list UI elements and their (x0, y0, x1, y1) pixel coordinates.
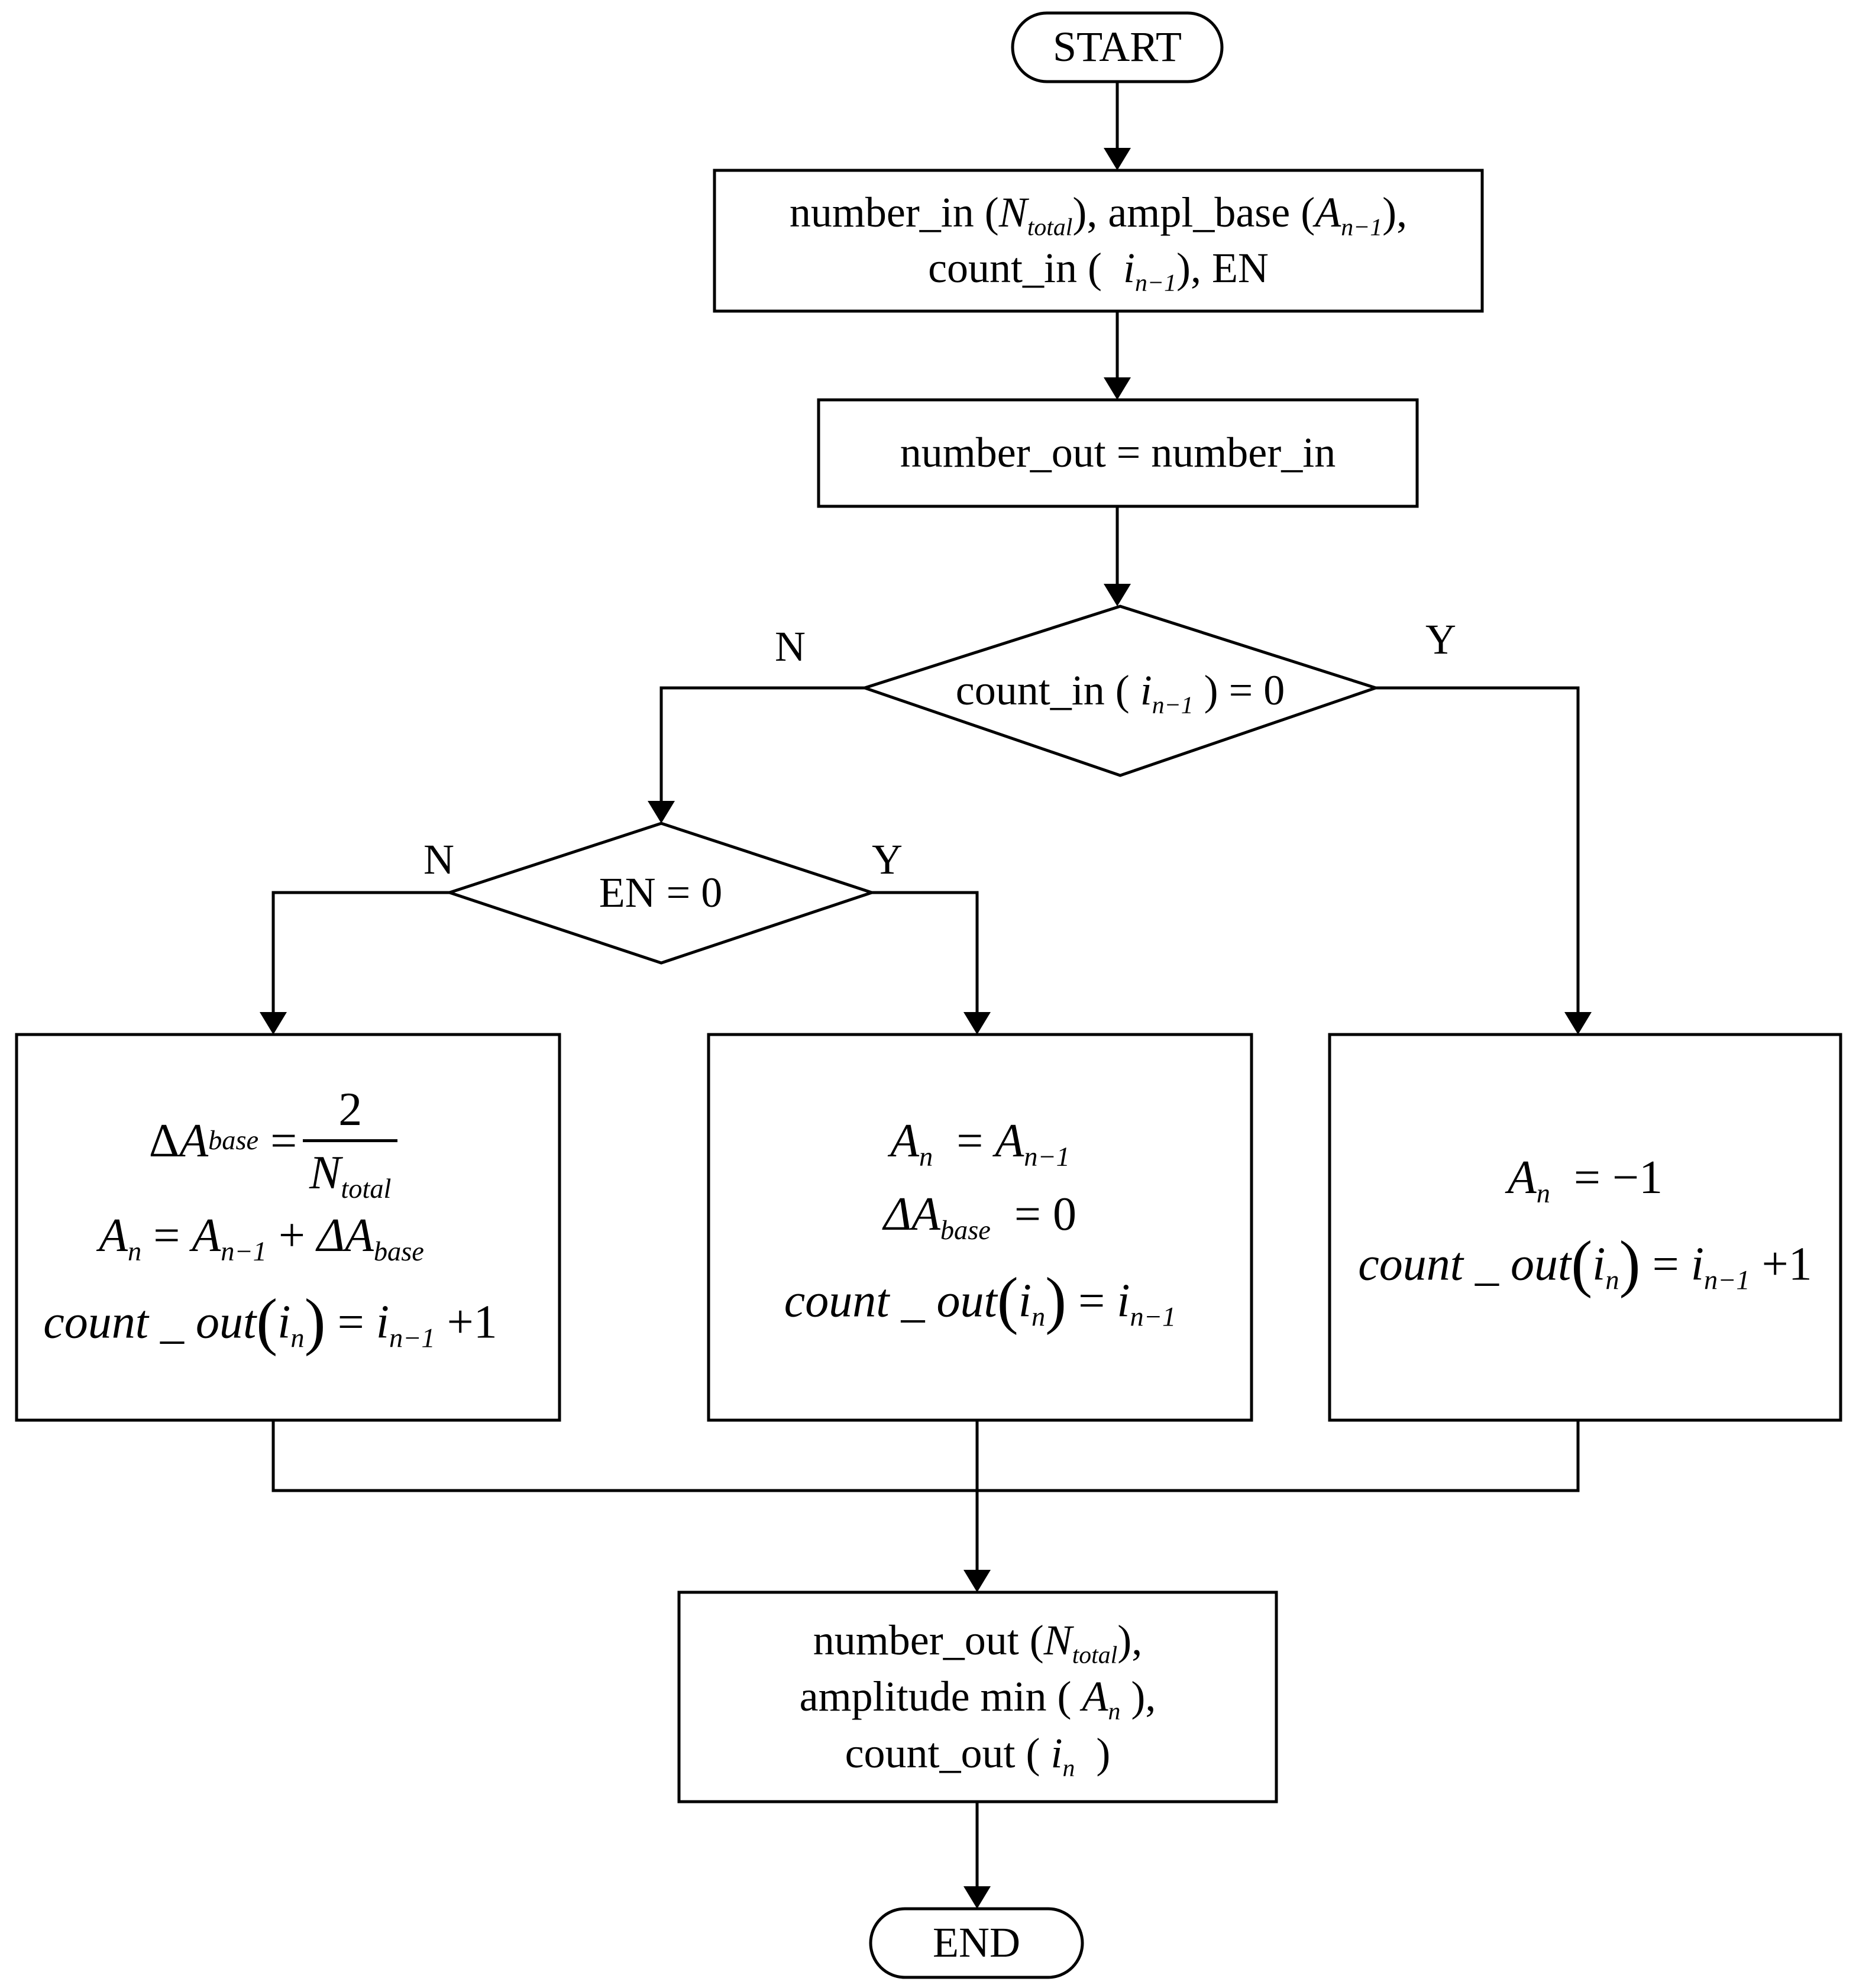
decision1-no-label: N (775, 623, 806, 670)
formula-an-left: An = An−1 + ΔAbase (99, 1209, 424, 1268)
middle-process-box (707, 1033, 1253, 1422)
arrowhead (1104, 377, 1131, 400)
arrowhead (963, 1012, 991, 1035)
fraction: 2 Ntotal (303, 1084, 398, 1203)
output-box (677, 1591, 1278, 1803)
end-text: END (933, 1919, 1020, 1967)
formula-delta-mid: ΔAbase = 0 (884, 1188, 1076, 1246)
input-box (713, 169, 1484, 313)
arrowhead (260, 1012, 287, 1035)
connector-decision2-yes (872, 891, 979, 1013)
right-box-formulas: An = −1 count _ out(in) = in−1 +1 (1330, 1035, 1841, 1420)
output-line-2: amplitude min ( An ), (799, 1673, 1156, 1726)
arrowhead (963, 1886, 991, 1909)
formula-count-out-left: count _ out(in) = in−1 +1 (43, 1286, 497, 1357)
arrowhead (1104, 148, 1131, 170)
connector-decision2-no (271, 891, 450, 1013)
start-label: START (1013, 13, 1222, 82)
connector-merge (271, 1420, 1580, 1492)
start-text: START (1053, 23, 1182, 71)
input-box-text: number_in (Ntotal), ampl_base (An−1), co… (714, 170, 1482, 311)
input-line-2: count_in ( in−1), EN (928, 244, 1269, 297)
arrowhead (648, 801, 675, 823)
arrowhead (1564, 1012, 1592, 1035)
assign-box-text: number_out = number_in (819, 400, 1417, 506)
decision-en (445, 822, 877, 965)
left-process-box (15, 1033, 561, 1422)
decision1-text: count_in ( in−1 ) = 0 (955, 667, 1285, 719)
decision-count-in (860, 605, 1380, 777)
decision1-yes-label: Y (1425, 616, 1456, 663)
formula-count-out-right: count _ out(in) = in−1 +1 (1358, 1229, 1812, 1300)
output-line-1: number_out (Ntotal), (813, 1617, 1143, 1670)
arrowhead (963, 1570, 991, 1592)
output-box-text: number_out (Ntotal), amplitude min ( An … (679, 1592, 1276, 1802)
assign-box (817, 398, 1419, 508)
formula-an-mid: An = An−1 (890, 1115, 1070, 1173)
connector-decision1-yes (1376, 686, 1580, 1013)
formula-count-out-mid: count _ out(in) = in−1 (784, 1265, 1176, 1336)
assign-text: number_out = number_in (900, 429, 1336, 477)
right-process-box (1328, 1033, 1842, 1422)
end-terminator (869, 1907, 1084, 1979)
middle-box-formulas: An = An−1 ΔAbase = 0 count _ out(in) = i… (709, 1035, 1252, 1420)
formula-an-right: An = −1 (1507, 1152, 1663, 1210)
connector-decision1-no (659, 686, 865, 802)
output-line-3: count_out ( in ) (845, 1729, 1111, 1782)
decision2-yes-label: Y (872, 836, 903, 883)
input-line-1: number_in (Ntotal), ampl_base (An−1), (789, 189, 1408, 242)
decision2-text: EN = 0 (599, 869, 723, 917)
end-label: END (871, 1909, 1082, 1977)
arrowhead (1104, 584, 1131, 606)
decision2-no-label: N (423, 836, 454, 883)
